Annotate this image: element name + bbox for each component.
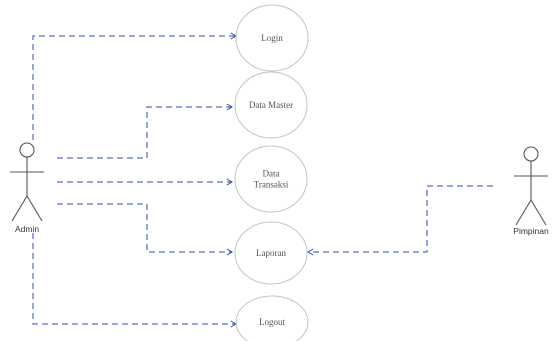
use-case-data-master: Data Master (234, 71, 308, 139)
association-admin-to-logout (32, 233, 237, 328)
use-case-logout: Logout (235, 295, 309, 341)
actor-layer: Admin Pimpinan (10, 142, 549, 236)
actor-pimpinan: Pimpinan (513, 146, 549, 236)
association-admin-to-data-transaksi (57, 178, 233, 186)
association-pimpinan-to-laporan (306, 185, 493, 256)
association-admin-to-laporan (57, 203, 233, 256)
use-case-login: Login (235, 4, 309, 72)
association-line (308, 185, 493, 253)
actor-left-leg (515, 199, 532, 226)
arrowhead-icon (226, 248, 233, 256)
association-line (32, 35, 236, 140)
use-case-ellipse (234, 71, 308, 139)
use-case-laporan: Laporan (234, 221, 308, 285)
connector-layer (32, 32, 493, 328)
actor-label: Admin (15, 224, 39, 234)
use-case-ellipse (234, 221, 308, 285)
actor-label: Pimpinan (513, 226, 549, 236)
use-case-label: Data Master (249, 100, 293, 110)
use-case-label: Transaksi (254, 180, 289, 190)
use-case-label: Logout (259, 317, 285, 327)
use-case-label: Laporan (256, 248, 286, 258)
association-admin-to-login (32, 32, 237, 140)
arrowhead-icon (226, 103, 233, 111)
association-admin-to-data-master (57, 103, 233, 159)
arrowhead-icon (226, 178, 233, 186)
actor-head-icon (523, 146, 539, 162)
actor-admin: Admin (10, 142, 44, 234)
actor-head-icon (19, 142, 35, 158)
association-line (32, 233, 236, 325)
actor-right-leg (530, 199, 547, 226)
actor-left-leg (11, 195, 28, 222)
association-line (57, 203, 232, 253)
use-case-label: Data (263, 169, 280, 179)
use-case-ellipse (234, 145, 308, 213)
use-case-label: Login (261, 33, 283, 43)
arrowhead-icon (306, 248, 314, 256)
actor-right-leg (26, 195, 43, 222)
use-case-ellipse (235, 295, 309, 341)
association-line (57, 106, 232, 159)
use-case-ellipse (235, 4, 309, 72)
